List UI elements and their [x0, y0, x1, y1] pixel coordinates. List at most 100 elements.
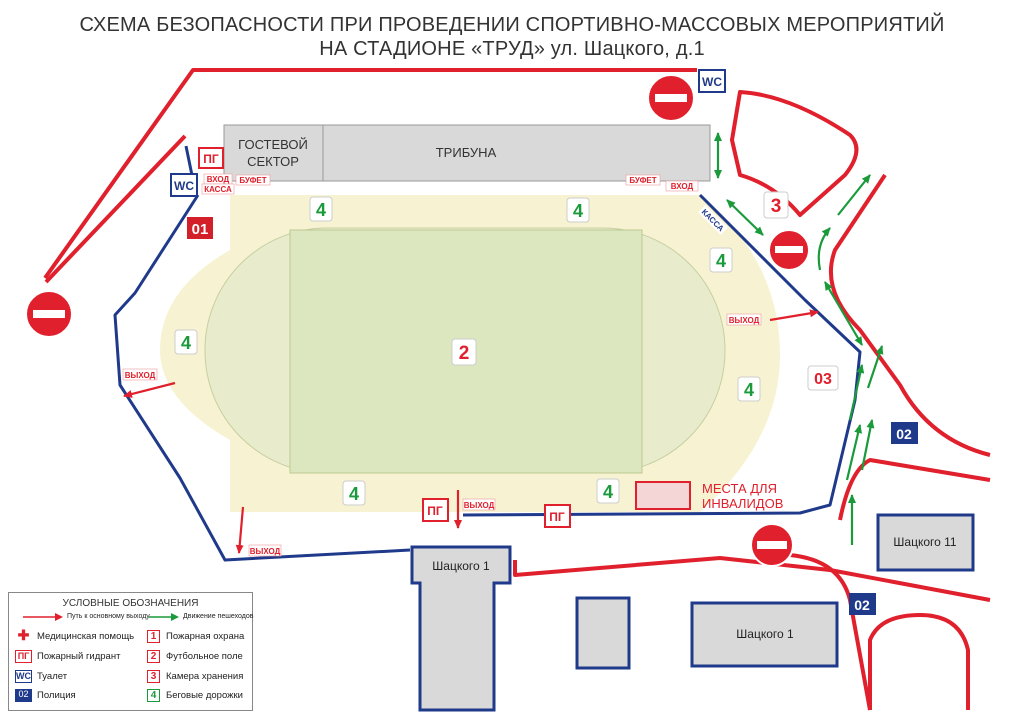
- hydrant-badge: ПГ: [422, 498, 449, 522]
- legend-path-to-exit: Путь к основному выходу: [67, 613, 150, 620]
- track-markers: 4 4 4 4 4 4 4: [174, 196, 761, 506]
- track-marker: 4: [709, 247, 733, 273]
- svg-text:ПГ: ПГ: [427, 504, 443, 518]
- legend-title: УСЛОВНЫЕ ОБОЗНАЧЕНИЯ: [62, 598, 199, 609]
- exit-label-bottom-left: ВЫХОД: [248, 544, 282, 557]
- svg-text:ВЫХОД: ВЫХОД: [250, 547, 281, 556]
- building-small: [575, 596, 631, 670]
- svg-text:ВХОД: ВХОД: [671, 182, 694, 191]
- svg-text:КАССА: КАССА: [204, 185, 232, 194]
- exit-arrows: [123, 309, 819, 554]
- road-loop: [730, 90, 859, 217]
- track-marker: 4: [566, 197, 590, 223]
- post-03: 03: [807, 365, 839, 391]
- legend-pedestrian: Движение пешеходов: [183, 613, 254, 620]
- storage-marker: 3: [763, 191, 789, 219]
- buffet-label-left: БУФЕТ: [235, 174, 271, 186]
- svg-text:4: 4: [603, 482, 613, 502]
- map-title-line2: НА СТАДИОНЕ «ТРУД» ул. Шацкого, д.1: [319, 38, 705, 60]
- pedestrian-arrow: [845, 424, 863, 481]
- road-south-a: [513, 556, 991, 602]
- police-icon: 02: [15, 689, 32, 702]
- entrance-label-left: ВХОД: [203, 173, 233, 185]
- road-east-outer: [828, 173, 991, 457]
- building-right-label: Шацкого 11: [893, 535, 957, 549]
- exit-arrow: [235, 506, 245, 554]
- road-east-inner: [838, 458, 991, 521]
- svg-text:ВЫХОД: ВЫХОД: [464, 501, 495, 510]
- svg-text:ВЫХОД: ВЫХОД: [125, 371, 156, 380]
- hydrant-icon: ПГ: [15, 650, 32, 663]
- svg-text:ПГ: ПГ: [549, 510, 565, 524]
- svg-text:WC: WC: [702, 75, 722, 89]
- svg-text:02: 02: [896, 426, 912, 442]
- svg-text:ВЫХОД: ВЫХОД: [729, 316, 760, 325]
- pedestrian-arrows: [714, 132, 884, 545]
- hydrant-badge: ПГ: [544, 504, 571, 528]
- ticket-label-left: КАССА: [201, 183, 235, 195]
- grandstand: ГОСТЕВОЙ СЕКТОР ТРИБУНА: [223, 124, 711, 182]
- svg-text:БУФЕТ: БУФЕТ: [239, 176, 266, 185]
- svg-text:4: 4: [744, 380, 754, 400]
- police-badge: 02: [891, 422, 918, 444]
- pedestrian-arrow: [866, 345, 884, 389]
- wc-badge: WC: [170, 173, 198, 197]
- svg-text:БУФЕТ: БУФЕТ: [629, 176, 656, 185]
- buffet-label-right: БУФЕТ: [625, 174, 661, 186]
- building-main-shatskogo-1: [410, 545, 512, 712]
- buildings: Шацкого 1 Шацкого 1 Шацкого 11: [410, 513, 975, 712]
- svg-text:ПГ: ПГ: [203, 152, 219, 166]
- pedestrian-arrow: [726, 199, 764, 236]
- exit-label-right: ВЫХОД: [726, 313, 762, 326]
- svg-text:WC: WC: [174, 179, 194, 193]
- guest-sector-label-1: ГОСТЕВОЙ: [238, 137, 308, 152]
- field-marker: 2: [451, 338, 477, 366]
- building-lower-shatskogo-1: [690, 601, 839, 668]
- green-arrow-icon: [149, 613, 179, 621]
- map-title-line1: СХЕМА БЕЗОПАСНОСТИ ПРИ ПРОВЕДЕНИИ СПОРТИ…: [79, 14, 945, 36]
- disabled-places-area: [635, 481, 691, 510]
- entrance-label-right: ВХОД: [665, 180, 699, 192]
- tribune-label: ТРИБУНА: [436, 145, 497, 160]
- road-top: [43, 68, 697, 280]
- storage-number: 3: [771, 196, 782, 217]
- disabled-places: МЕСТА ДЛЯ ИНВАЛИДОВ: [635, 481, 783, 511]
- post-01: 01: [187, 217, 213, 239]
- svg-text:ВХОД: ВХОД: [207, 175, 230, 184]
- pedestrian-arrow: [860, 419, 875, 471]
- no-entry-sign-icon: [750, 523, 794, 567]
- svg-text:01: 01: [192, 221, 209, 238]
- svg-text:03: 03: [814, 371, 832, 388]
- small-labels: ВХОД КАССА БУФЕТ БУФЕТ ВХОД КАССА ВЫХОД …: [122, 173, 762, 557]
- svg-text:4: 4: [316, 200, 326, 220]
- exit-arrow: [769, 309, 819, 322]
- track-marker: 4: [342, 480, 366, 506]
- svg-text:02: 02: [854, 597, 870, 613]
- svg-text:4: 4: [716, 251, 726, 271]
- wc-icon: WC: [15, 670, 32, 683]
- fence-left: [113, 194, 411, 562]
- pedestrian-arrow: [817, 227, 831, 271]
- map-legend: УСЛОВНЫЕ ОБОЗНАЧЕНИЯ Путь к основному вы…: [8, 592, 253, 711]
- track-marker: 4: [596, 478, 620, 504]
- red-arrow-icon: [23, 613, 63, 621]
- guest-sector-block: [223, 124, 324, 182]
- exit-arrow: [123, 381, 176, 398]
- no-entry-sign-icon: [647, 74, 695, 122]
- road-upper-left: [44, 134, 187, 284]
- track-marker: 4: [309, 196, 333, 222]
- no-entry-sign-icon: [768, 229, 810, 271]
- building-lower-label: Шацкого 1: [736, 627, 794, 641]
- wc-badge: WC: [698, 69, 726, 93]
- svg-text:4: 4: [181, 333, 191, 353]
- building-main-label: Шацкого 1: [432, 559, 490, 573]
- police-badge: 02: [849, 593, 876, 615]
- medical-cross-icon: ✚: [17, 627, 30, 643]
- pedestrian-arrow: [824, 281, 863, 346]
- pedestrian-arrow: [837, 174, 871, 216]
- legend-medical: ✚Медицинская помощь: [15, 627, 135, 643]
- svg-text:4: 4: [573, 201, 583, 221]
